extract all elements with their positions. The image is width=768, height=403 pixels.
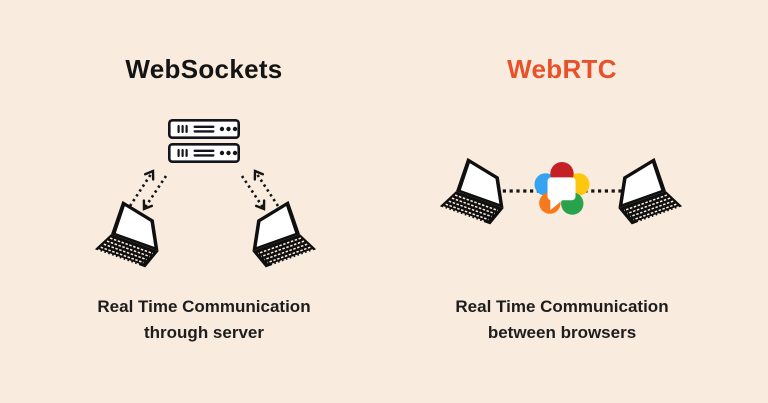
- laptop-icon: [439, 157, 505, 226]
- dotted-down-arrow-icon: [240, 175, 266, 211]
- dotted-arrows-left: [128, 169, 168, 211]
- webrtc-diagram: [439, 157, 683, 226]
- webrtc-logo-icon: [534, 162, 590, 215]
- dotted-down-arrow-icon: [142, 175, 168, 211]
- laptop-icon: [251, 200, 317, 269]
- dotted-up-arrow-icon: [128, 169, 155, 207]
- websockets-title: WebSockets: [125, 54, 283, 84]
- caption-line: Real Time Communication: [455, 297, 669, 316]
- laptop-icon: [617, 157, 683, 226]
- webrtc-title: WebRTC: [507, 54, 617, 84]
- websockets-diagram: [94, 118, 317, 269]
- websockets-caption: Real Time Communication through server: [24, 294, 384, 346]
- logo-speech-bubble: [547, 177, 576, 211]
- caption-line: Real Time Communication: [97, 297, 311, 316]
- caption-line: through server: [144, 323, 264, 342]
- panel-websockets: WebSockets: [24, 54, 384, 346]
- server-icon: [167, 118, 241, 163]
- webrtc-caption: Real Time Communication between browsers: [384, 294, 740, 346]
- server-unit-top: [167, 118, 241, 139]
- dotted-arrows-right: [240, 169, 280, 211]
- server-unit-bottom: [167, 142, 241, 163]
- dotted-up-arrow-icon: [253, 169, 280, 207]
- caption-line: between browsers: [487, 323, 637, 342]
- laptop-icon: [94, 200, 160, 269]
- panel-webrtc: WebRTC Real Time Communication bet: [384, 0, 768, 403]
